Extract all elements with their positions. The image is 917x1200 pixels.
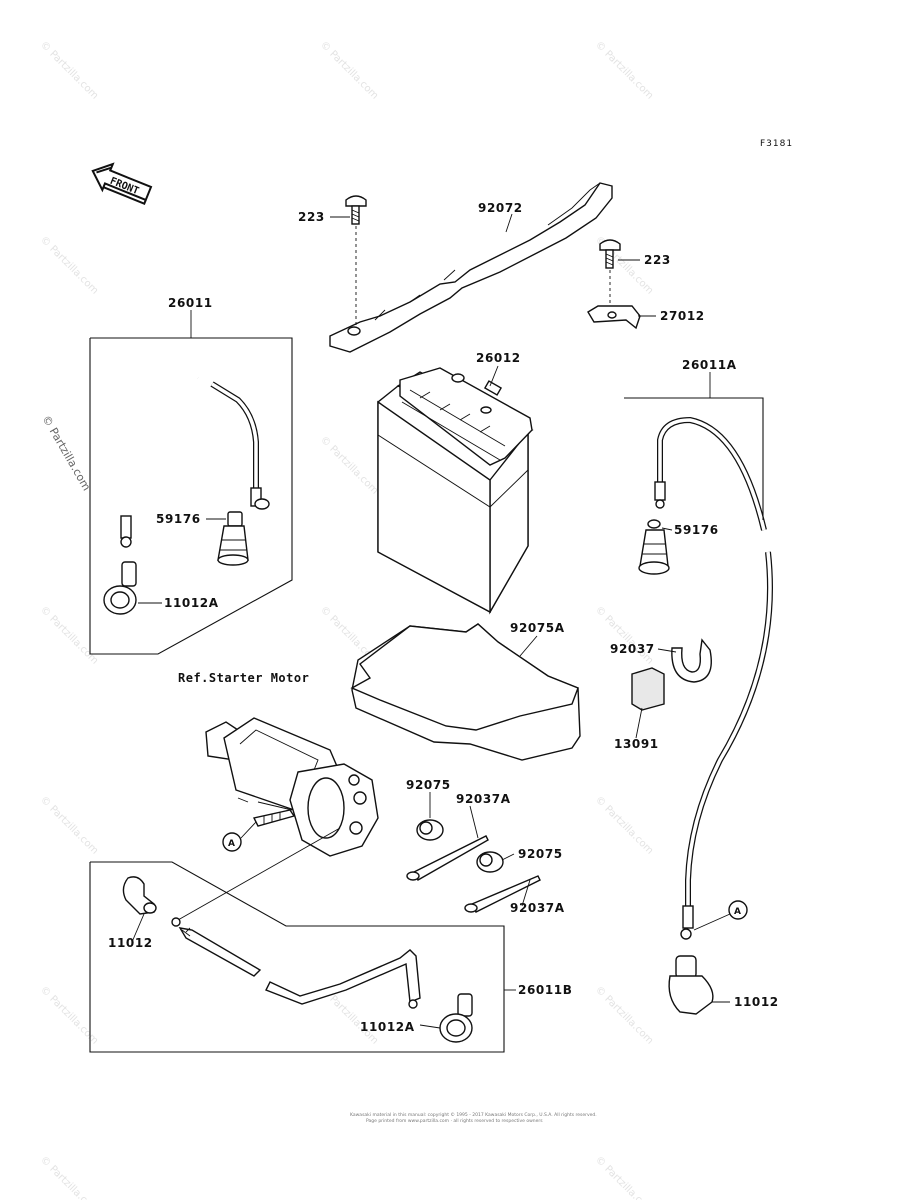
- terminal-boot-11012A-bottom: [439, 993, 473, 1043]
- starter-cable-26011B: [171, 827, 421, 1009]
- frame-26011B: [89, 861, 505, 1053]
- watermark: © Partzilla.com: [593, 39, 655, 101]
- part-label-92075-bottom: 92075: [518, 847, 563, 861]
- terminal-boot-11012A-left: [103, 561, 137, 615]
- figure-code: F3181: [760, 139, 793, 149]
- battery-26012: [377, 367, 534, 615]
- part-label-26012: 26012: [476, 351, 521, 365]
- copyright-footer-line1: Kawasaki material in this manual: copyri…: [350, 1111, 597, 1118]
- watermark: © Partzilla.com: [593, 604, 655, 666]
- battery-cable-26011: [120, 364, 270, 548]
- watermark: © Partzilla.com: [38, 794, 100, 856]
- part-label-92072: 92072: [478, 201, 523, 215]
- part-label-92075-top: 92075: [406, 778, 451, 792]
- part-label-92037A-bottom: 92037A: [510, 901, 565, 915]
- part-label-92037A-top: 92037A: [456, 792, 511, 806]
- clamp-92037: [671, 638, 712, 683]
- watermark-side: © Partzilla.com: [39, 413, 93, 493]
- watermark: © Partzilla.com: [593, 1154, 655, 1200]
- terminal-cap-11012-right: [668, 955, 714, 1015]
- watermark: © Partzilla.com: [38, 39, 100, 101]
- terminal-cap-11012-left: [122, 876, 157, 915]
- starter-motor: A: [205, 717, 379, 857]
- watermark-layer: © Partzilla.com © Partzilla.com © Partzi…: [38, 39, 655, 1200]
- part-label-92075A: 92075A: [510, 621, 565, 635]
- battery-cable-26011A: A: [654, 416, 773, 940]
- part-label-59176-right: 59176: [674, 523, 719, 537]
- battery-mat-92075A: [350, 623, 581, 761]
- reference-label: Ref.Starter Motor: [178, 671, 309, 685]
- watermark: © Partzilla.com: [318, 39, 380, 101]
- grommet-92075-top: [416, 819, 444, 841]
- watermark: © Partzilla.com: [38, 234, 100, 296]
- pin-92037A-bottom: [464, 875, 541, 913]
- boot-59176-right: [638, 519, 670, 575]
- watermark: © Partzilla.com: [593, 794, 655, 856]
- frame-26011: [89, 337, 293, 655]
- callout-letter: A: [228, 839, 235, 849]
- watermark: © Partzilla.com: [38, 604, 100, 666]
- battery-strap-92072: [329, 182, 613, 353]
- part-label-11012-left: 11012: [108, 936, 153, 950]
- leader-lines: [131, 213, 730, 1029]
- watermark: © Partzilla.com: [38, 1154, 100, 1200]
- part-label-223-right: 223: [644, 253, 671, 267]
- part-label-27012: 27012: [660, 309, 705, 323]
- frame-26011A: [624, 397, 764, 520]
- screw-223-right: [599, 239, 621, 312]
- screw-223-left: [345, 195, 367, 326]
- watermark: © Partzilla.com: [593, 984, 655, 1046]
- part-label-26011: 26011: [168, 296, 213, 310]
- part-label-11012-right: 11012: [734, 995, 779, 1009]
- bracket-27012: [587, 305, 641, 330]
- callout-letter: A: [734, 907, 741, 917]
- part-label-92037: 92037: [610, 642, 655, 656]
- copyright-footer-line2: Page printed from www.partzilla.com · al…: [366, 1118, 543, 1124]
- part-label-223-left: 223: [298, 210, 325, 224]
- part-label-11012A-bottom: 11012A: [360, 1020, 415, 1034]
- watermark: © Partzilla.com: [318, 434, 380, 496]
- pin-92037A-top: [406, 835, 489, 881]
- pad-13091: [631, 667, 665, 711]
- part-label-26011B: 26011B: [518, 983, 573, 997]
- boot-59176-left: [217, 511, 249, 566]
- front-arrow-icon: FRONT: [91, 162, 153, 205]
- grommet-92075-bottom: [476, 851, 504, 873]
- part-label-26011A: 26011A: [682, 358, 737, 372]
- watermark: © Partzilla.com: [38, 984, 100, 1046]
- part-label-13091: 13091: [614, 737, 659, 751]
- part-label-11012A-left: 11012A: [164, 596, 219, 610]
- part-label-59176-left: 59176: [156, 512, 201, 526]
